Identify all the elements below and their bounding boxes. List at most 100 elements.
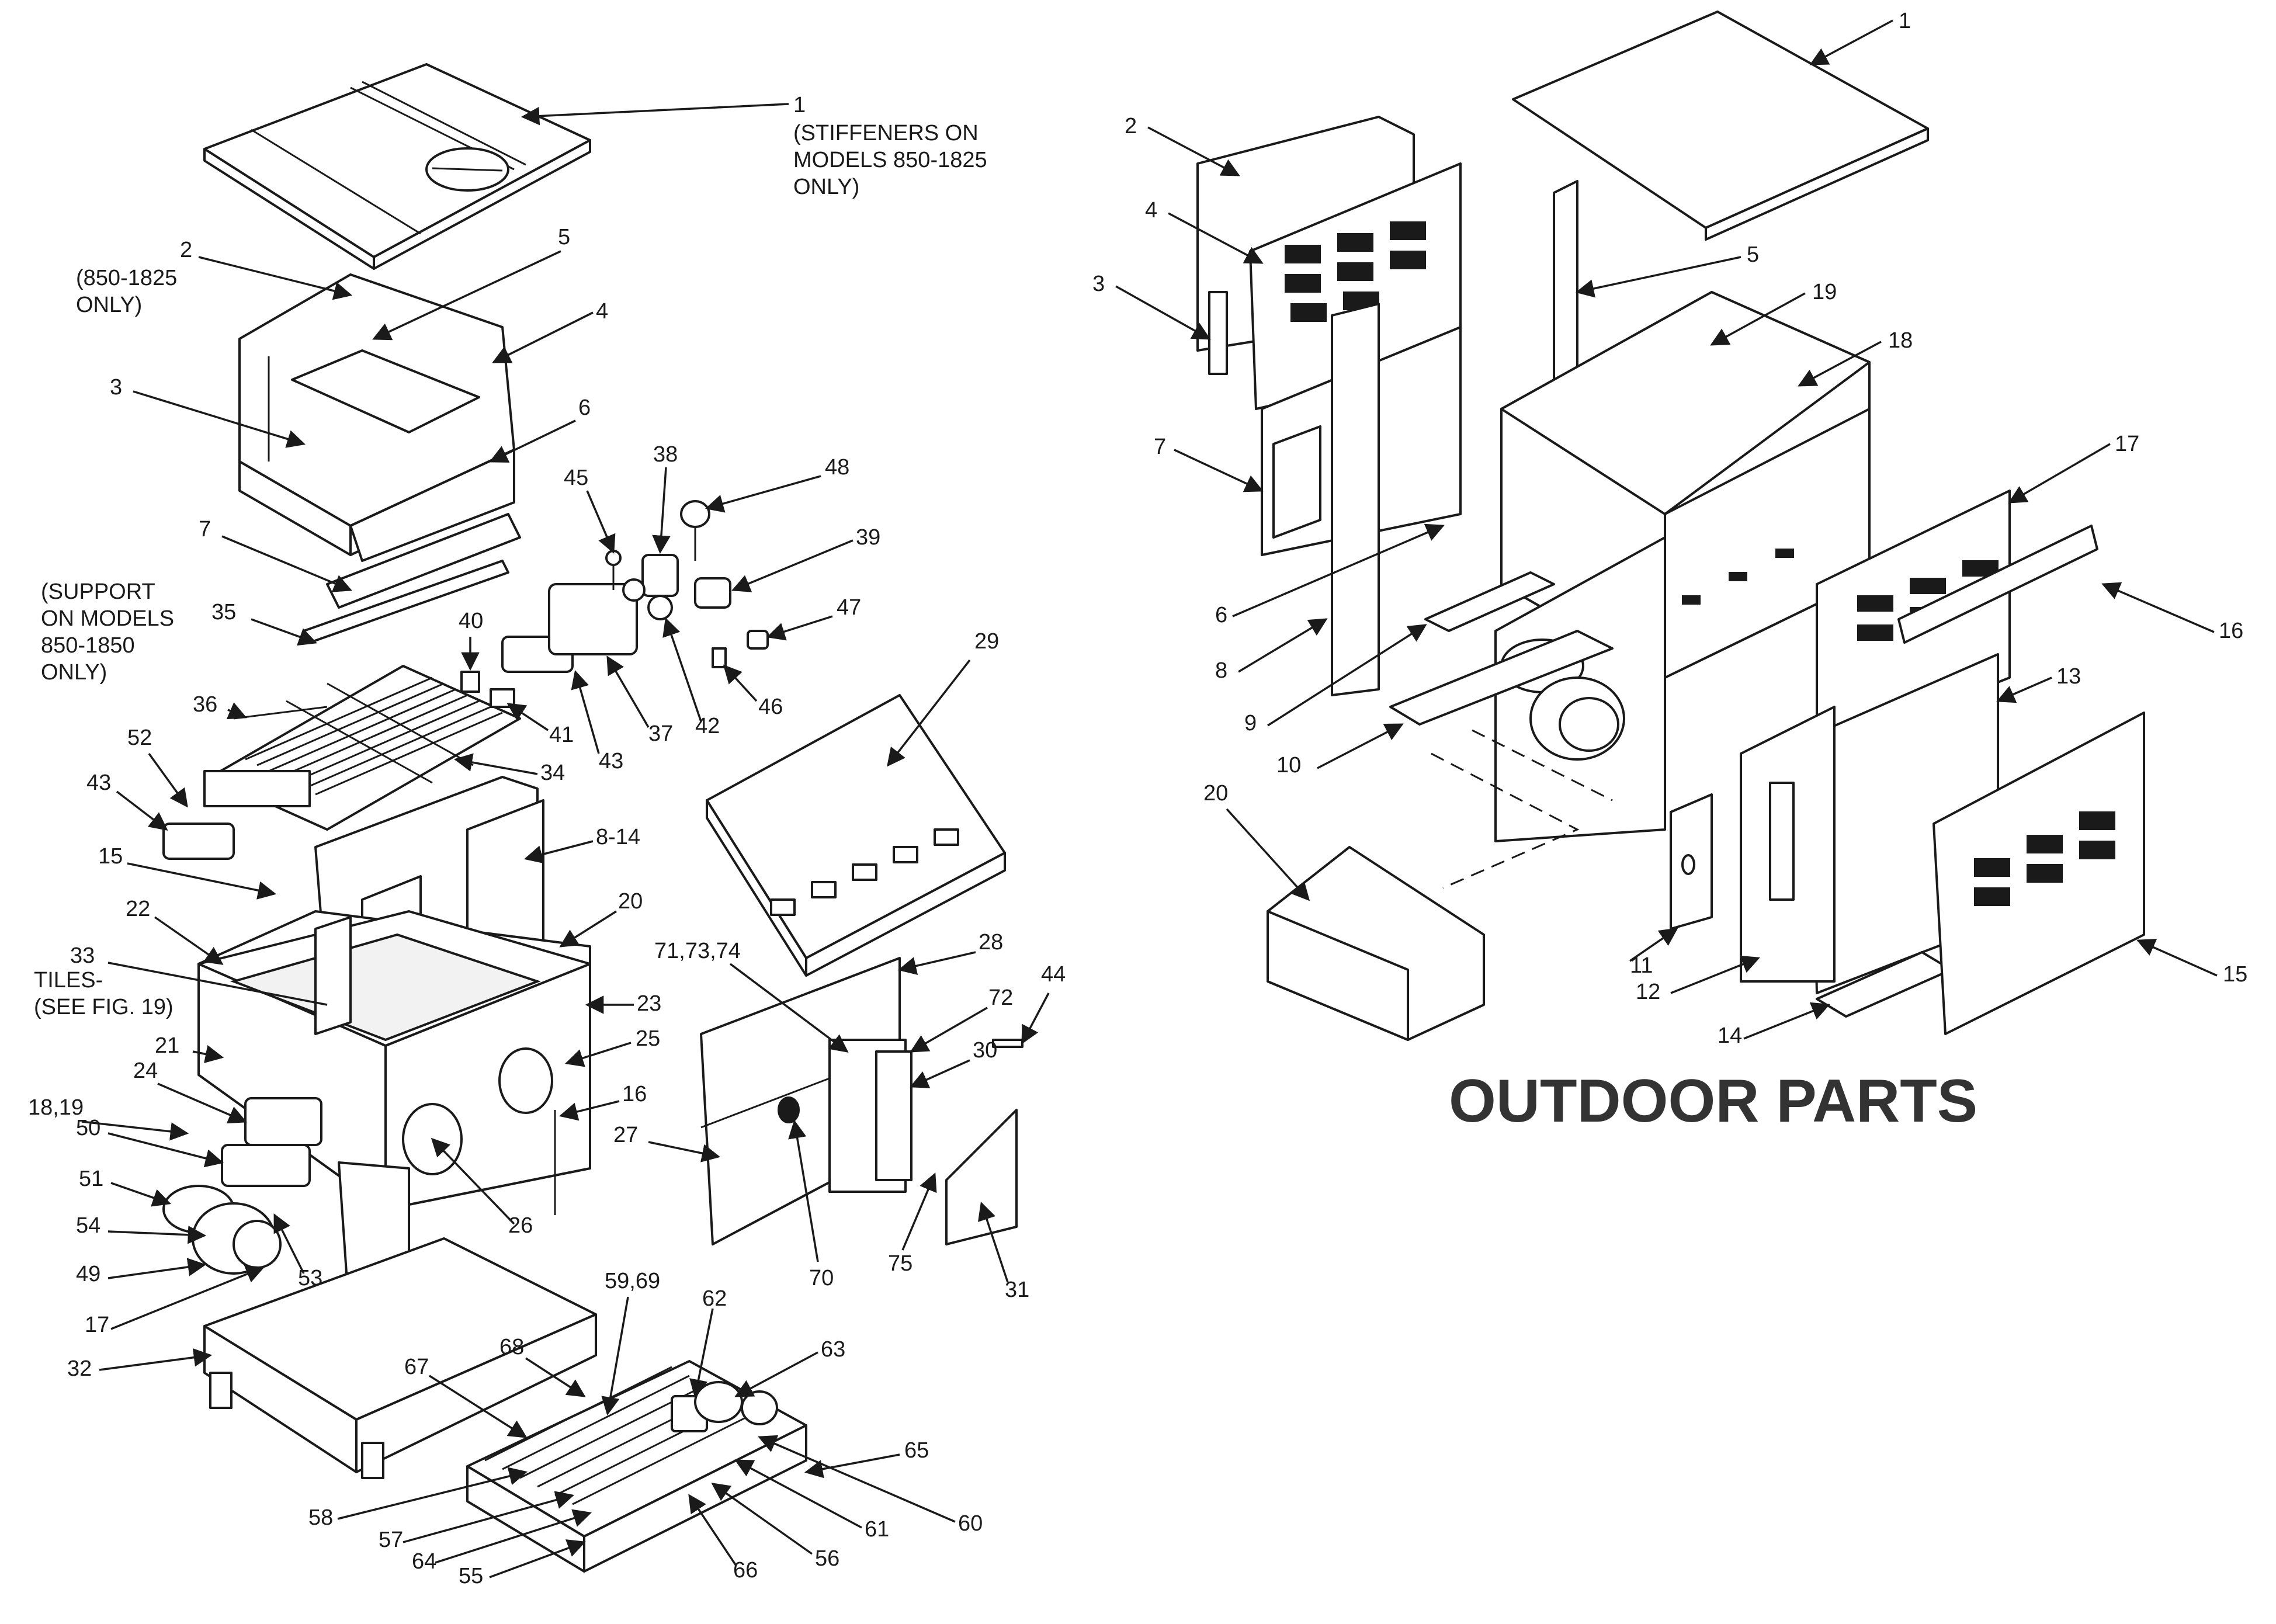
leader-l35 [251,618,317,646]
leader-r16 [2101,582,2215,633]
callout-l70: 70 [809,1266,834,1290]
note-line: (SEE FIG. 19) [34,995,174,1019]
leader-l47 [766,615,833,641]
leader-l15 [127,862,277,900]
leader-l71 [729,963,849,1053]
control-board-part [828,1039,913,1193]
base-frame-part [203,1161,597,1479]
leader-r9 [1267,624,1427,727]
callout-l2: 2 [180,238,192,262]
leader-l38 [652,467,671,554]
callout-labels: 1254367353640413445384839474642374343521… [28,9,2247,1588]
callout-l23: 23 [637,991,661,1016]
sensor-part [992,1039,1023,1048]
callout-l43b: 43 [86,771,111,795]
callout-l30: 30 [973,1038,997,1063]
callout-r18: 18 [1888,328,1913,353]
leader-r11 [1629,928,1678,962]
callout-l33: 33 [70,943,95,968]
leader-l46 [723,664,758,702]
callout-l57: 57 [379,1528,403,1552]
callout-l27: 27 [613,1123,638,1147]
leader-l5 [372,250,561,341]
callout-r9: 9 [1244,711,1257,735]
callout-l16: 16 [622,1082,647,1106]
callout-l62: 62 [702,1286,727,1311]
leader-l48 [705,475,821,513]
callout-l63: 63 [821,1337,845,1362]
outdoor-base-part [1267,729,1613,1041]
callout-l45: 45 [564,466,588,490]
callout-l66: 66 [733,1558,758,1583]
outdoor-rail-part [1897,525,2098,644]
callout-r8: 8 [1215,658,1227,683]
callout-r3: 3 [1092,272,1105,296]
gasket-part-40 [460,671,480,693]
right-assembly [1196,11,2145,1041]
leader-l63 [734,1351,818,1397]
leader-l33 [107,962,328,1006]
note-line: MODELS 850-1825 [793,148,987,172]
callout-l8_14: 8-14 [596,825,640,849]
leader-l31 [978,1202,1009,1283]
leader-l17 [110,1265,265,1330]
leader-l36 [226,702,247,720]
callout-l28: 28 [979,930,1003,955]
leader-l61 [734,1459,862,1529]
leader-r17 [2008,443,2111,504]
callout-l42: 42 [695,714,720,738]
leader-l8_14 [523,840,594,864]
callout-l1: 1 [793,93,806,117]
callout-l68: 68 [499,1335,524,1359]
leader-l75 [901,1172,937,1251]
gasket-part-41 [490,688,515,708]
note-line: TILES- [34,968,103,993]
leader-l27 [648,1141,721,1163]
leader-r1 [1809,19,1893,65]
leader-l37 [606,655,650,728]
callout-l15: 15 [98,844,123,869]
leader-l57 [403,1491,575,1543]
header-part [548,583,638,655]
callout-l64: 64 [412,1549,436,1574]
control-panel-part [706,694,1006,977]
leader-l44 [1021,993,1050,1045]
leader-lines [81,19,2218,1578]
blower-assembly-part [162,1144,311,1275]
baffle-part [326,513,521,609]
outdoor-tray-part [1389,630,1614,726]
leader-l53 [273,1213,305,1274]
callout-l65: 65 [904,1438,929,1463]
leader-l2 [198,256,353,300]
callout-l53: 53 [298,1266,322,1290]
leader-r15 [2136,939,2218,977]
note-line: ONLY) [793,175,859,199]
leader-l66 [688,1494,737,1566]
callout-l56: 56 [815,1546,839,1571]
callout-r17: 17 [2115,432,2139,456]
leader-l50 [107,1132,224,1168]
callout-l21: 21 [155,1033,179,1058]
callout-l29: 29 [974,629,999,654]
callout-l44: 44 [1041,962,1066,987]
outdoor-post-part [1553,180,1578,381]
note-line: ON MODELS [41,606,174,631]
leader-l29 [887,659,971,767]
louver-group-c [1974,811,2115,906]
note-line: ONLY) [41,660,107,685]
callout-l4: 4 [596,299,608,324]
leader-l6 [489,419,576,463]
callout-l72: 72 [988,985,1013,1010]
leader-l43b [116,790,168,831]
callout-l60: 60 [958,1511,983,1536]
callout-l61: 61 [865,1517,889,1542]
leader-l7 [221,535,352,592]
leader-l58 [337,1467,528,1520]
callout-l37: 37 [648,721,673,746]
callout-r15: 15 [2223,962,2247,987]
callout-l43a: 43 [599,749,623,773]
outdoor-parts-title: OUTDOOR PARTS [1449,1067,1977,1135]
